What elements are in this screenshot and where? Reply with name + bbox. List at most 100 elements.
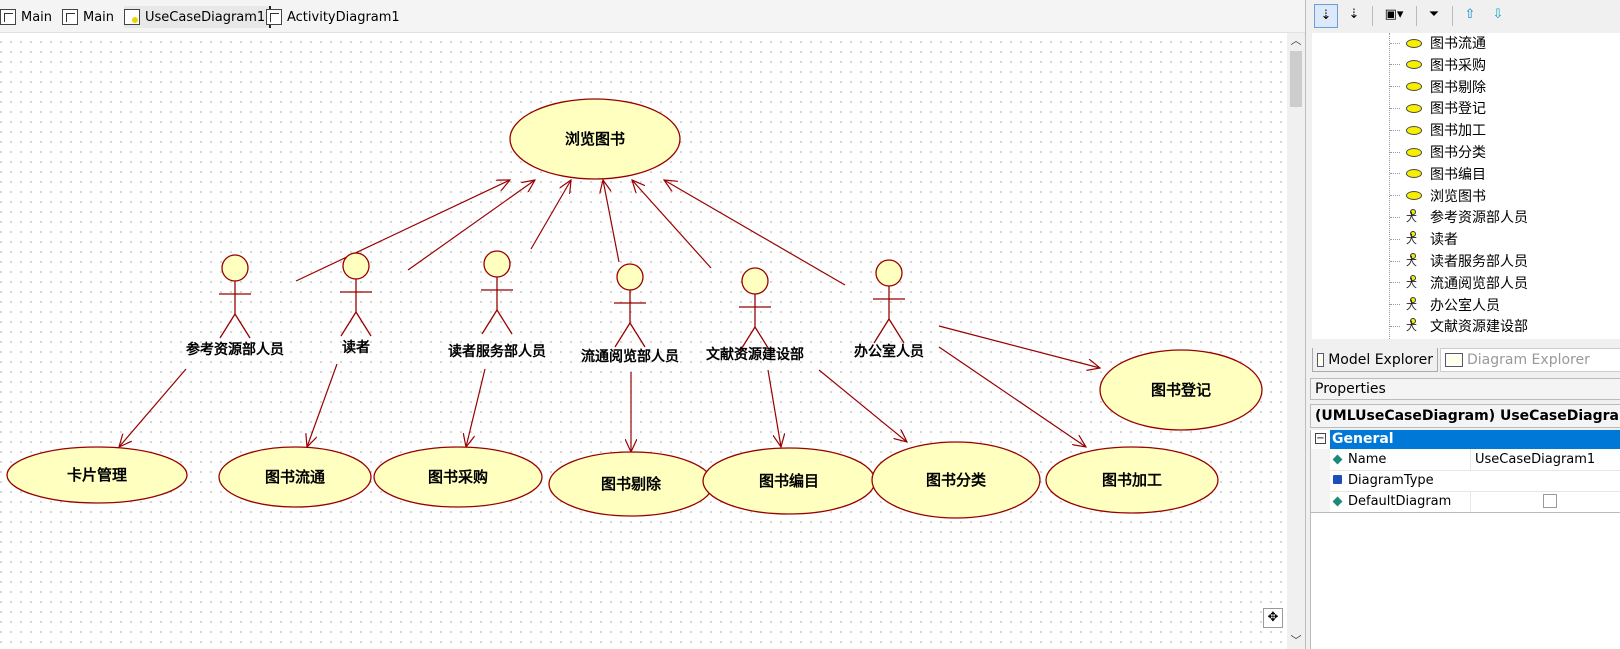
usecase-ellipse[interactable] (6, 446, 188, 504)
diagram-canvas[interactable]: 浏览图书卡片管理图书流通图书采购图书剔除图书编目 图书分类 图书加工 图书登记 参考资源… (0, 33, 1287, 649)
usecase-u5[interactable]: 图书编目 (702, 447, 876, 515)
tab-label: Diagram Explorer (1467, 352, 1590, 368)
tree-item-actor[interactable]: 流通阅览部人员 (1390, 273, 1528, 293)
tab-model-explorer[interactable]: Model Explorer (1312, 348, 1438, 372)
sort-alphabetical-icon[interactable]: ⇣ (1348, 7, 1360, 22)
usecase-ellipse[interactable] (509, 98, 681, 180)
association-arrow[interactable] (818, 369, 907, 442)
move-up-icon[interactable]: ⇧ (1464, 7, 1476, 22)
actor-a3[interactable]: 读者服务部人员 (448, 250, 546, 360)
tree-item-label: 浏览图书 (1430, 188, 1486, 205)
actor-head (875, 259, 903, 287)
usecase-u3[interactable]: 图书采购 (373, 446, 543, 508)
activity-diagram-icon (266, 9, 282, 25)
tree-item-usecase[interactable]: 图书采购 (1390, 55, 1486, 75)
tab-main-1[interactable]: Main (0, 6, 52, 28)
usecase-ellipse[interactable] (373, 446, 543, 508)
move-down-icon[interactable]: ⇩ (1492, 7, 1504, 22)
association-arrow[interactable] (119, 368, 187, 447)
tree-item-label: 文献资源建设部 (1430, 319, 1528, 336)
usecase-u7[interactable]: 图书加工 (1045, 446, 1219, 514)
view-options-icon[interactable]: ▣▾ (1384, 7, 1404, 22)
scroll-thumb[interactable] (1290, 51, 1302, 107)
scroll-down-icon[interactable]: ﹀ (1290, 634, 1302, 647)
property-row-name[interactable]: Name UseCaseDiagram1 (1330, 449, 1620, 471)
actor-right-leg (629, 322, 646, 348)
actor-a2[interactable]: 读者 (340, 252, 372, 356)
property-value-name[interactable]: UseCaseDiagram1 (1470, 449, 1620, 470)
tree-item-usecase[interactable]: 图书剔除 (1390, 77, 1486, 97)
tree-item-actor[interactable]: 文献资源建设部 (1390, 316, 1528, 336)
tree-item-label: 参考资源部人员 (1430, 210, 1528, 227)
usecase-ellipse[interactable] (1099, 349, 1263, 431)
tab-label: Main (21, 9, 53, 25)
tree-item-usecase[interactable]: 图书加工 (1390, 120, 1486, 140)
tree-item-usecase[interactable]: 图书流通 (1390, 33, 1486, 53)
usecase-label: 图书分类 (926, 471, 987, 489)
usecase-u0[interactable]: 浏览图书 (509, 98, 681, 180)
tree-item-usecase[interactable]: 浏览图书 (1390, 186, 1486, 206)
usecase-ellipse[interactable] (218, 446, 372, 508)
canvas-vertical-scrollbar[interactable]: ︿ ﹀ (1287, 33, 1305, 649)
toolbar-separator (1372, 6, 1373, 26)
tab-main-2[interactable]: Main (62, 6, 114, 28)
usecase-ellipse[interactable] (871, 441, 1041, 519)
tree-item-usecase[interactable]: 图书分类 (1390, 142, 1486, 162)
association-arrow[interactable] (307, 363, 338, 447)
actor-a5[interactable]: 文献资源建设部 (706, 267, 804, 363)
pan-navigator-icon[interactable]: ✥ (1263, 608, 1283, 628)
filter-icon[interactable]: ⏷ (1428, 7, 1440, 22)
properties-header: Properties (1310, 378, 1620, 400)
tree-item-label: 图书加工 (1430, 123, 1486, 140)
property-diamond-icon (1332, 496, 1343, 507)
association-arrow[interactable] (938, 346, 1086, 447)
association-arrow[interactable] (664, 180, 846, 286)
usecase-icon (1406, 103, 1422, 113)
usecase-u8[interactable]: 图书登记 (1099, 349, 1263, 431)
actor-label: 流通阅览部人员 (581, 348, 679, 365)
actor-a1[interactable]: 参考资源部人员 (186, 254, 284, 358)
tab-activity-diagram[interactable]: ActivityDiagram1 (266, 6, 400, 28)
association-arrow[interactable] (407, 180, 535, 271)
association-arrow[interactable] (767, 369, 781, 447)
association-arrow[interactable] (632, 180, 712, 269)
association-arrow[interactable] (295, 180, 510, 282)
property-value-defaultdiagram (1470, 491, 1620, 512)
scroll-up-icon[interactable]: ︿ (1290, 34, 1302, 47)
property-category-general[interactable]: − General (1311, 430, 1620, 449)
sort-by-number-icon[interactable]: ⇣ (1314, 4, 1338, 28)
usecase-u1[interactable]: 卡片管理 (6, 446, 188, 504)
usecase-u6[interactable]: 图书分类 (871, 441, 1041, 519)
tree-item-actor[interactable]: 读者服务部人员 (1390, 251, 1528, 271)
property-row-defaultdiagram[interactable]: DefaultDiagram (1330, 491, 1620, 513)
tree-item-actor[interactable]: 读者 (1390, 229, 1458, 249)
tree-item-usecase[interactable]: 图书登记 (1390, 98, 1486, 118)
association-arrow[interactable] (603, 180, 620, 263)
actor-head (221, 254, 249, 282)
association-arrow[interactable] (466, 368, 486, 447)
actor-a4[interactable]: 流通阅览部人员 (581, 263, 679, 365)
association-arrow[interactable] (530, 180, 571, 250)
toolbar-separator (1416, 6, 1417, 26)
tree-item-actor[interactable]: 办公室人员 (1390, 295, 1500, 315)
tab-usecase-diagram[interactable]: UseCaseDiagram1 (124, 6, 270, 28)
tab-diagram-explorer[interactable]: Diagram Explorer (1440, 348, 1620, 372)
tree-connector (1390, 325, 1400, 327)
class-diagram-icon (0, 9, 16, 25)
collapse-icon[interactable]: − (1315, 433, 1326, 444)
usecase-ellipse[interactable] (1045, 446, 1219, 514)
association-arrow[interactable] (938, 325, 1100, 368)
actor-a6[interactable]: 办公室人员 (854, 259, 924, 360)
tree-connector (1390, 107, 1400, 109)
default-diagram-checkbox[interactable] (1543, 494, 1557, 508)
tree-connector (1390, 64, 1400, 66)
model-tree[interactable]: 图书流通图书采购图书剔除图书登记图书加工图书分类图书编目浏览图书参考资源部人员读… (1312, 33, 1620, 339)
usecase-u2[interactable]: 图书流通 (218, 446, 372, 508)
tree-item-actor[interactable]: 参考资源部人员 (1390, 207, 1528, 227)
diagram-explorer-icon (1445, 353, 1463, 367)
property-diamond-icon (1332, 454, 1343, 465)
actor-icon (1406, 318, 1420, 335)
tree-item-usecase[interactable]: 图书编目 (1390, 164, 1486, 184)
actor-left-leg (873, 318, 890, 344)
usecase-u4[interactable]: 图书剔除 (548, 451, 714, 517)
